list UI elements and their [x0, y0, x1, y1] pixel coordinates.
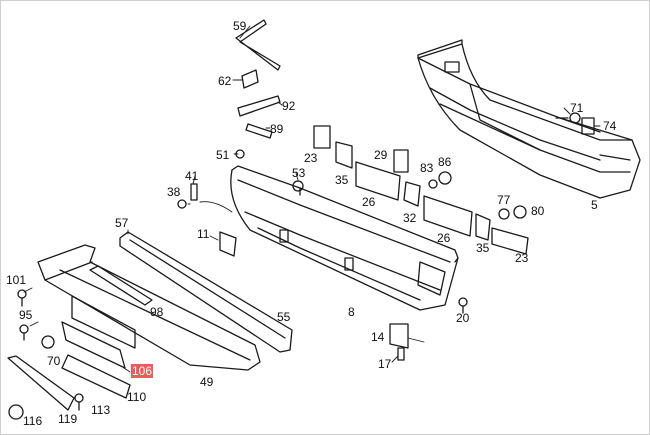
callout-106-highlighted: 106 — [131, 364, 154, 378]
callout-11: 11 — [197, 227, 210, 241]
callout-20: 20 — [456, 311, 470, 325]
bumper-brackets — [219, 125, 529, 361]
callout-53: 53 — [292, 166, 306, 180]
callout-113: 113 — [91, 403, 111, 417]
leader-lines — [23, 25, 601, 373]
rear-bumper-cover — [417, 39, 641, 199]
callout-95: 95 — [19, 308, 33, 322]
front-bumper-cover — [230, 165, 459, 311]
callout-32: 32 — [403, 211, 417, 225]
callout-38: 38 — [167, 185, 181, 199]
upper-trim-parts — [235, 19, 281, 139]
callout-23-upper: 23 — [304, 151, 318, 165]
lower-trim-parts — [7, 321, 131, 411]
callout-41: 41 — [185, 169, 199, 183]
trim-strip-55 — [119, 231, 293, 353]
callout-110: 110 — [127, 390, 147, 404]
callout-26-lower: 26 — [437, 231, 451, 245]
callout-119: 119 — [58, 412, 78, 426]
callout-98: 98 — [150, 305, 164, 319]
callout-51: 51 — [216, 148, 230, 162]
callout-55: 55 — [277, 310, 291, 324]
callout-70: 70 — [47, 354, 61, 368]
callout-17: 17 — [378, 357, 392, 371]
callout-86: 86 — [438, 155, 452, 169]
callout-5: 5 — [591, 198, 598, 212]
callout-89: 89 — [270, 122, 284, 136]
callout-57: 57 — [115, 216, 129, 230]
callout-77: 77 — [497, 193, 511, 207]
reinforcement-98 — [71, 265, 153, 349]
callout-14: 14 — [371, 330, 385, 344]
callout-71: 71 — [570, 101, 584, 115]
callout-101: 101 — [6, 273, 27, 287]
callout-92: 92 — [282, 99, 296, 113]
callout-74: 74 — [603, 119, 617, 133]
callout-49: 49 — [200, 375, 214, 389]
callout-8: 8 — [348, 305, 355, 319]
callout-80: 80 — [531, 204, 545, 218]
callout-29: 29 — [374, 148, 388, 162]
callout-35-lower: 35 — [476, 241, 490, 255]
callout-23-lower: 23 — [515, 251, 529, 265]
callout-35-upper: 35 — [335, 173, 349, 187]
callout-83: 83 — [420, 161, 434, 175]
callout-26-upper: 26 — [362, 195, 376, 209]
callout-62: 62 — [218, 74, 232, 88]
callout-116: 116 — [23, 414, 43, 428]
callout-59: 59 — [233, 19, 247, 33]
bumper-strip-49 — [37, 244, 261, 371]
